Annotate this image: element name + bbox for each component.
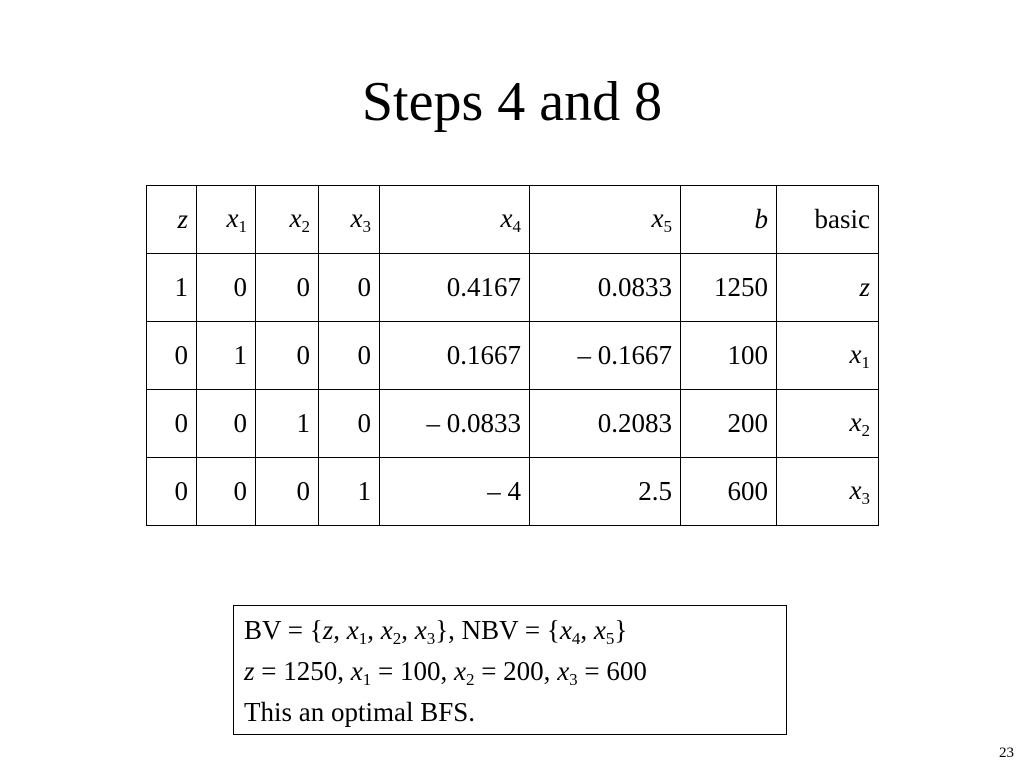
table-cell: 0 xyxy=(146,321,197,390)
solution-summary-box: BV = {z, x1, x2, x3}, NBV = {x4, x5} z =… xyxy=(233,605,787,735)
basic-variable-cell: z xyxy=(776,253,879,322)
table-cell: 0 xyxy=(318,253,380,322)
table-row: 0 0 1 0 – 0.0833 0.2083 200 x2 xyxy=(146,389,879,458)
table-cell: – 0.0833 xyxy=(379,389,530,458)
basic-variables-line: BV = {z, x1, x2, x3}, NBV = {x4, x5} xyxy=(244,615,628,648)
table-cell: 2.5 xyxy=(529,457,681,526)
table-cell: 0 xyxy=(146,457,197,526)
header-z: z xyxy=(146,185,197,254)
table-cell: 600 xyxy=(680,457,777,526)
table-row: 0 1 0 0 0.1667 – 0.1667 100 x1 xyxy=(146,321,879,390)
header-basic: basic xyxy=(776,185,879,254)
basic-variable-cell: x2 xyxy=(776,389,879,458)
header-x1: x1 xyxy=(196,185,256,254)
slide-title: Steps 4 and 8 xyxy=(361,71,663,133)
table-cell: 100 xyxy=(680,321,777,390)
header-x3: x3 xyxy=(318,185,380,254)
table-row: 0 0 0 1 – 4 2.5 600 x3 xyxy=(146,457,879,526)
variable-values-line: z = 1250, x1 = 100, x2 = 200, x3 = 600 xyxy=(244,656,647,689)
table-cell: 0 xyxy=(318,321,380,390)
header-b: b xyxy=(680,185,777,254)
page-number: 23 xyxy=(999,745,1014,761)
table-cell: 1 xyxy=(255,389,319,458)
tableau-header-row: z x1 x2 x3 x4 x5 b basic xyxy=(146,185,879,254)
table-cell: 0 xyxy=(196,389,256,458)
optimality-statement: This an optimal BFS. xyxy=(244,697,476,727)
simplex-tableau: z x1 x2 x3 x4 x5 b basic 1 0 0 0 0.4167 … xyxy=(146,185,879,526)
table-cell: 0 xyxy=(146,389,197,458)
table-cell: – 0.1667 xyxy=(529,321,681,390)
header-x4: x4 xyxy=(379,185,530,254)
table-cell: 0 xyxy=(318,389,380,458)
table-cell: 0 xyxy=(255,253,319,322)
table-cell: 0 xyxy=(255,321,319,390)
table-cell: 1 xyxy=(146,253,197,322)
basic-variable-cell: x3 xyxy=(776,457,879,526)
table-cell: – 4 xyxy=(379,457,530,526)
table-cell: 1 xyxy=(196,321,256,390)
table-cell: 0.4167 xyxy=(379,253,530,322)
table-cell: 0 xyxy=(196,457,256,526)
header-x5: x5 xyxy=(529,185,681,254)
table-cell: 1 xyxy=(318,457,380,526)
header-x2: x2 xyxy=(255,185,319,254)
table-cell: 1250 xyxy=(680,253,777,322)
table-cell: 0 xyxy=(255,457,319,526)
table-row: 1 0 0 0 0.4167 0.0833 1250 z xyxy=(146,253,879,322)
table-cell: 0 xyxy=(196,253,256,322)
table-cell: 200 xyxy=(680,389,777,458)
basic-variable-cell: x1 xyxy=(776,321,879,390)
table-cell: 0.2083 xyxy=(529,389,681,458)
table-cell: 0.1667 xyxy=(379,321,530,390)
table-cell: 0.0833 xyxy=(529,253,681,322)
